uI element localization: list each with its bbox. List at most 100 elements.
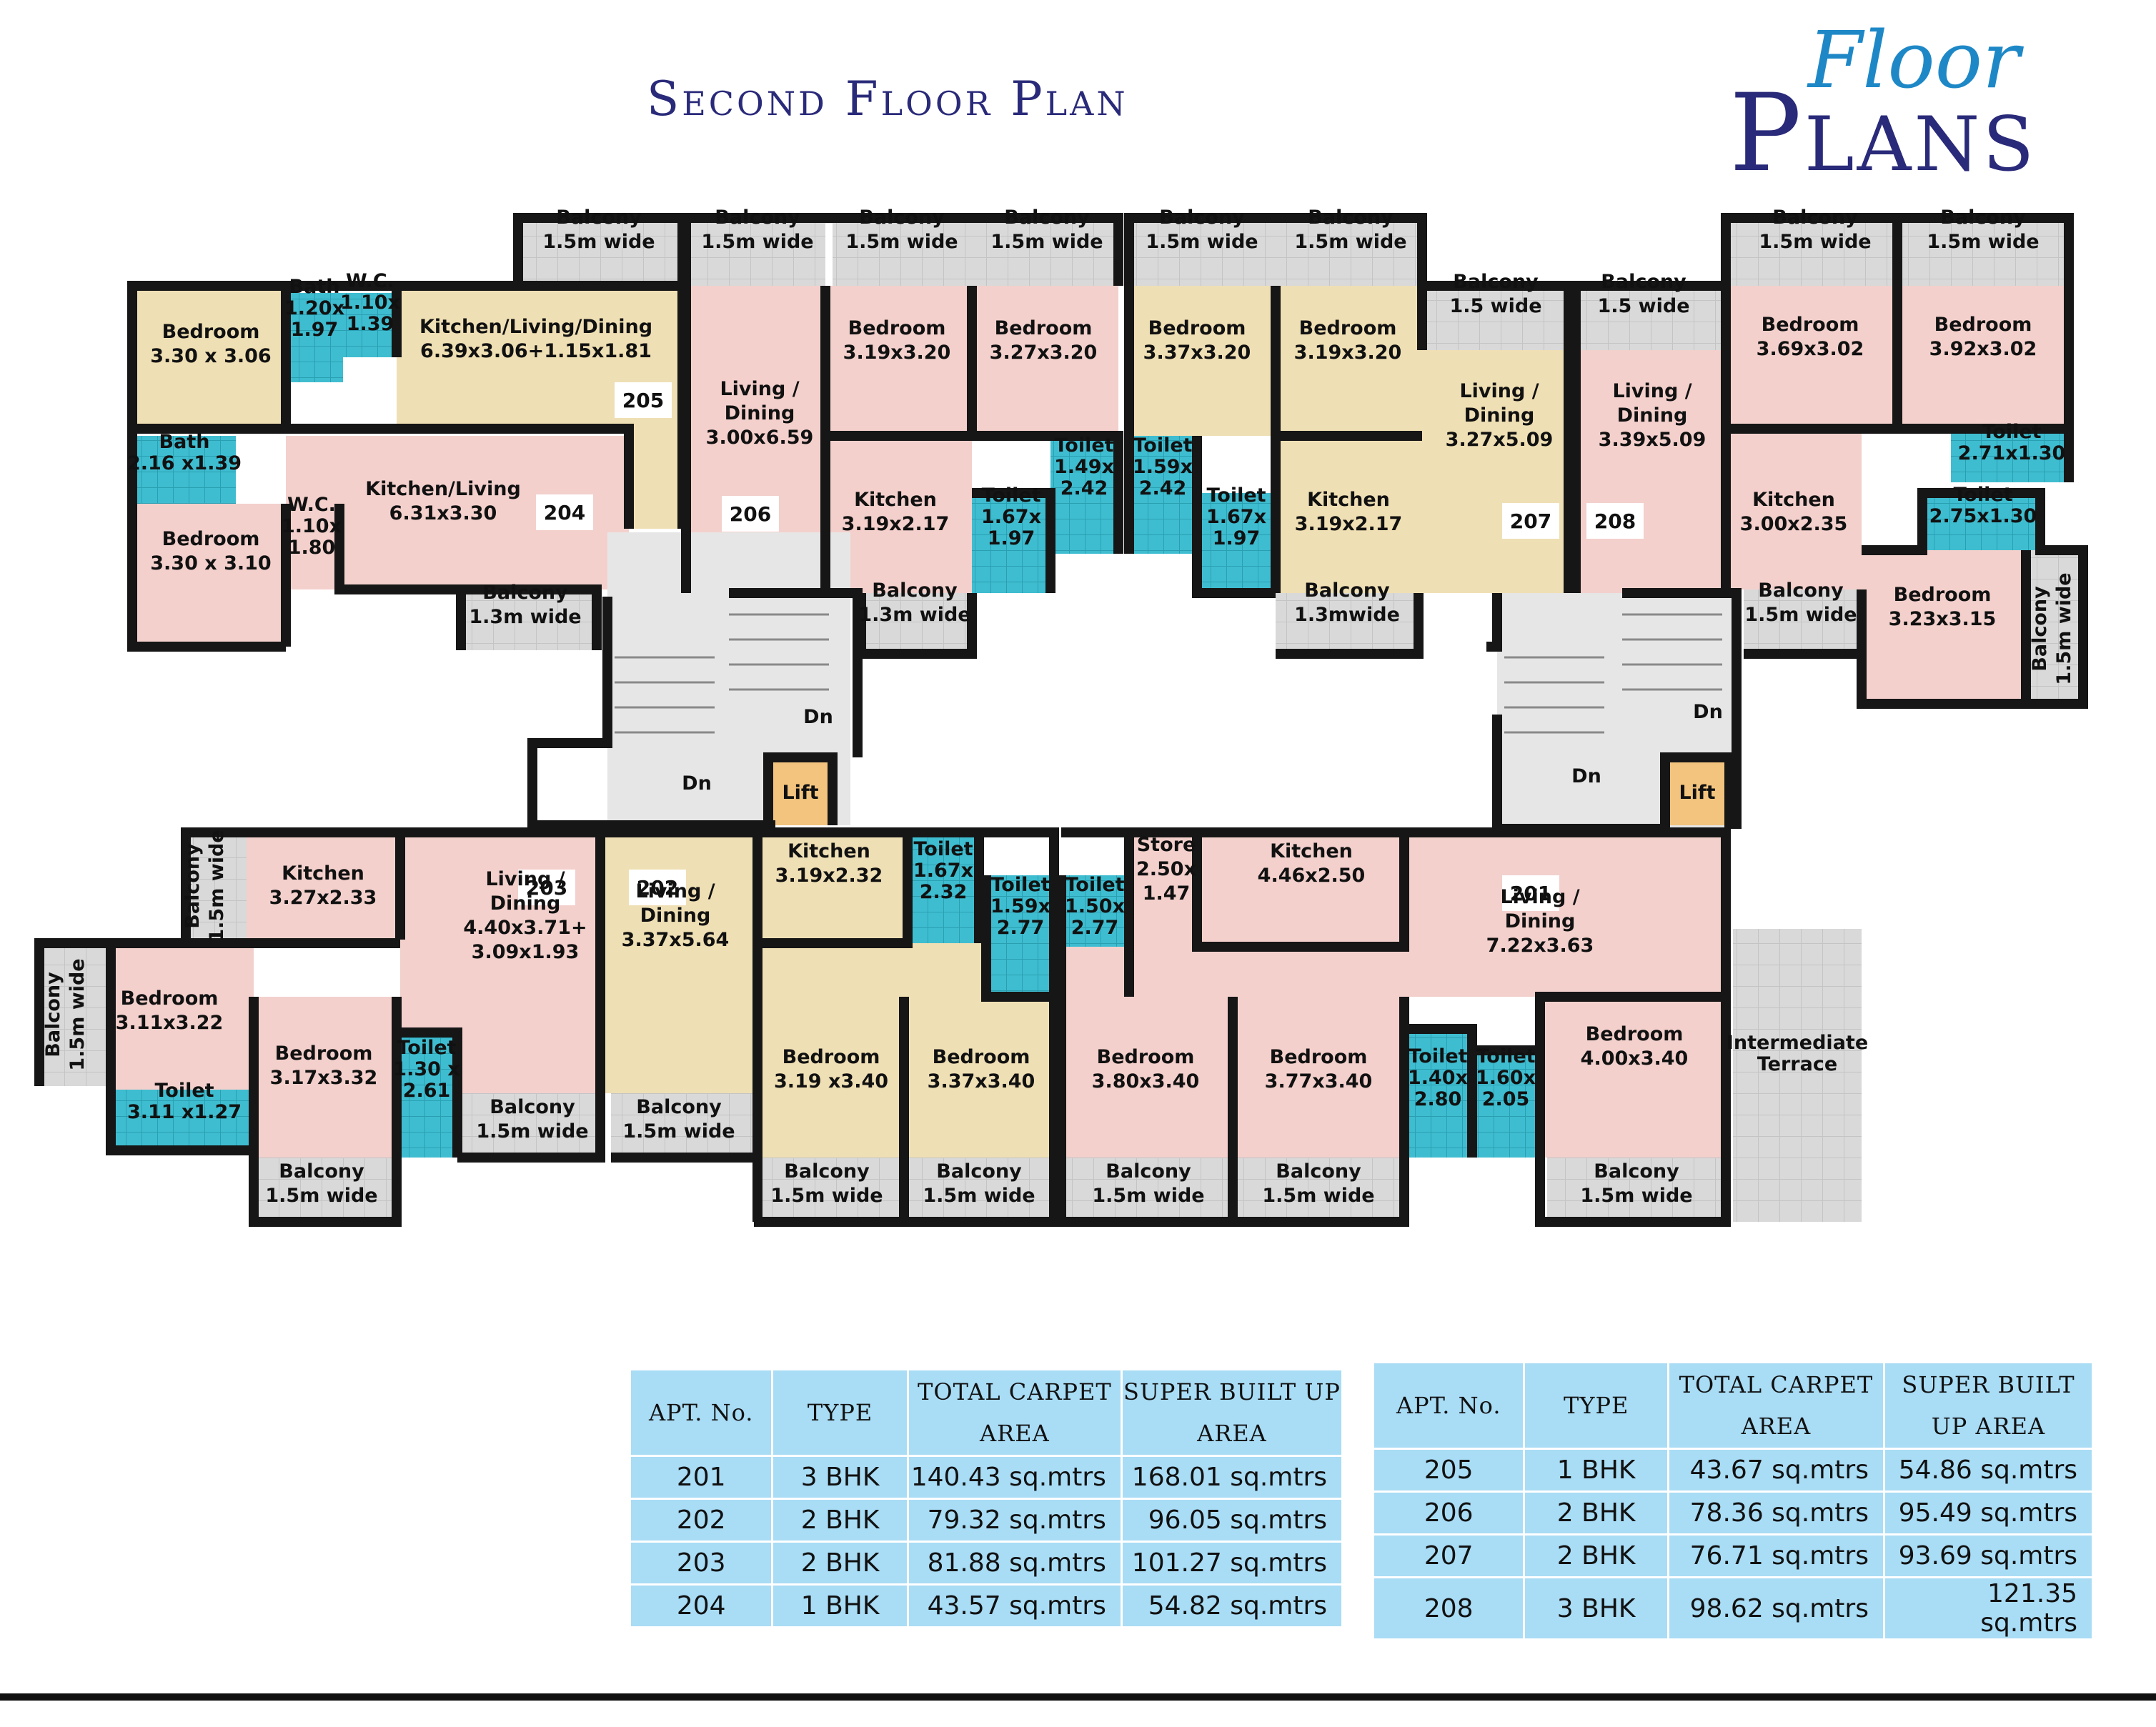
room-label-line: 1.5m wide [1759, 231, 1871, 253]
apt-202-box [629, 870, 686, 905]
room-label-line: W.C. [346, 270, 394, 292]
room-label-line: 1.5m wide [476, 1120, 588, 1143]
col-super-built-up: SUPER BUILT UP AREA [1882, 1361, 2095, 1450]
room-label-stair-left-dn2: Dn [682, 772, 712, 795]
cell-type: 1 BHK [1523, 1448, 1669, 1493]
room-label-line: 1.5m wide [701, 231, 813, 253]
room-label-line: Toilet [1982, 421, 2041, 443]
room-208-bedroom-2 [1897, 286, 2069, 429]
room-label-line: Balcony [784, 1160, 870, 1183]
room-label-line: Dining [640, 905, 711, 927]
room-202-toilet-1 [908, 832, 979, 943]
room-208-side-balcony [2026, 550, 2083, 704]
room-205-extension [629, 429, 682, 529]
room-label-line: Toilet [1133, 434, 1192, 457]
cell-super: 93.69 sq.mtrs [1882, 1533, 2095, 1578]
room-label-line: 3.27x2.33 [269, 887, 377, 909]
room-label-line: 1.67x [1206, 506, 1266, 528]
room-label-line: Balcony [1276, 1160, 1361, 1183]
room-205-bedroom [132, 286, 286, 429]
room-label-line: Balcony [1159, 206, 1245, 229]
room-label-line: Kitchen [1307, 489, 1390, 511]
cell-carpet: 43.67 sq.mtrs [1666, 1448, 1885, 1493]
room-label-line: 4.40x3.71+ [463, 917, 587, 939]
room-203-balcony-2 [457, 1093, 600, 1158]
room-label-line: Balcony [490, 1096, 575, 1118]
room-label-line: 3.19x3.20 [843, 342, 951, 364]
room-label-line: Living / [1500, 886, 1579, 908]
room-label-line: 3.11 x1.27 [127, 1101, 242, 1123]
col-apt-no: APT. No. [1371, 1361, 1526, 1450]
room-204-bath [132, 436, 236, 504]
room-202-bedroom-1 [757, 997, 904, 1158]
apt-208-number: 208 [1594, 509, 1636, 533]
table-row: 208 3 BHK 98.62 sq.mtrs 121.35 sq.mtrs [1371, 1576, 2095, 1641]
room-label-line: Dn [1571, 765, 1601, 787]
room-label-line: 1.5 wide [1449, 295, 1541, 317]
room-203-toilet-1 [111, 1090, 254, 1150]
room-label-line: Balcony [1004, 206, 1090, 229]
room-207-bedroom-1 [1129, 286, 1276, 436]
stair-treads [615, 613, 1722, 734]
room-label-line: 1.50x [1065, 895, 1125, 917]
room-203-side-balcony-2 [39, 943, 111, 1086]
room-label-line: Intermediate [1727, 1032, 1868, 1054]
room-label-line: Living / [635, 880, 715, 902]
room-label-line: 1.47 [1143, 882, 1191, 905]
room-207-kitchen [1276, 436, 1422, 593]
cell-carpet: 78.36 sq.mtrs [1666, 1490, 1885, 1536]
page-title: Second Floor Plan [647, 71, 1128, 126]
room-label-line: Lift [782, 782, 818, 804]
cell-apt: 207 [1371, 1533, 1526, 1578]
table-row: 206 2 BHK 78.36 sq.mtrs 95.49 sq.mtrs [1371, 1490, 2095, 1536]
room-205-bath [286, 293, 343, 382]
room-label-line: Dn [803, 706, 833, 728]
room-206-balcony-2 [833, 218, 972, 286]
apt-201-box [1502, 875, 1559, 911]
room-201-living [1404, 832, 1726, 997]
cell-super: 96.05 sq.mtrs [1120, 1498, 1344, 1543]
walls [34, 213, 2088, 1227]
room-label-line: 1.5m wide [265, 1185, 377, 1207]
cell-type: 2 BHK [771, 1541, 909, 1586]
room-label-line: Bedroom [121, 987, 219, 1010]
room-label-line: Bedroom [783, 1046, 880, 1068]
cell-super: 95.49 sq.mtrs [1882, 1490, 2095, 1536]
room-label-line: Toilet [154, 1080, 214, 1102]
room-label-line: Dn [1693, 701, 1723, 723]
area-table-left: APT. No. TYPE TOTAL CARPET AREA SUPER BU… [628, 1368, 1344, 1628]
room-label-line: 1.5m wide [845, 231, 958, 253]
room-label-line: 1.5m wide [622, 1120, 735, 1143]
room-207-balcony-1 [1129, 218, 1276, 286]
room-label-line: 1.97 [988, 527, 1035, 549]
room-label-line: 2.77 [1071, 917, 1119, 939]
room-201-toilet-2 [1404, 1029, 1472, 1158]
table-row: 203 2 BHK 81.88 sq.mtrs 101.27 sq.mtrs [628, 1541, 1344, 1586]
cell-carpet: 43.57 sq.mtrs [906, 1583, 1123, 1628]
room-label-line: Bedroom [848, 317, 946, 339]
room-label-line: Dining [725, 402, 795, 424]
cell-carpet: 140.43 sq.mtrs [906, 1455, 1123, 1500]
room-label-line: 1.59x [1133, 456, 1193, 478]
room-201-store [1129, 832, 1197, 947]
room-label-line: 3.00x6.59 [706, 427, 814, 449]
room-205-balcony [518, 218, 682, 286]
